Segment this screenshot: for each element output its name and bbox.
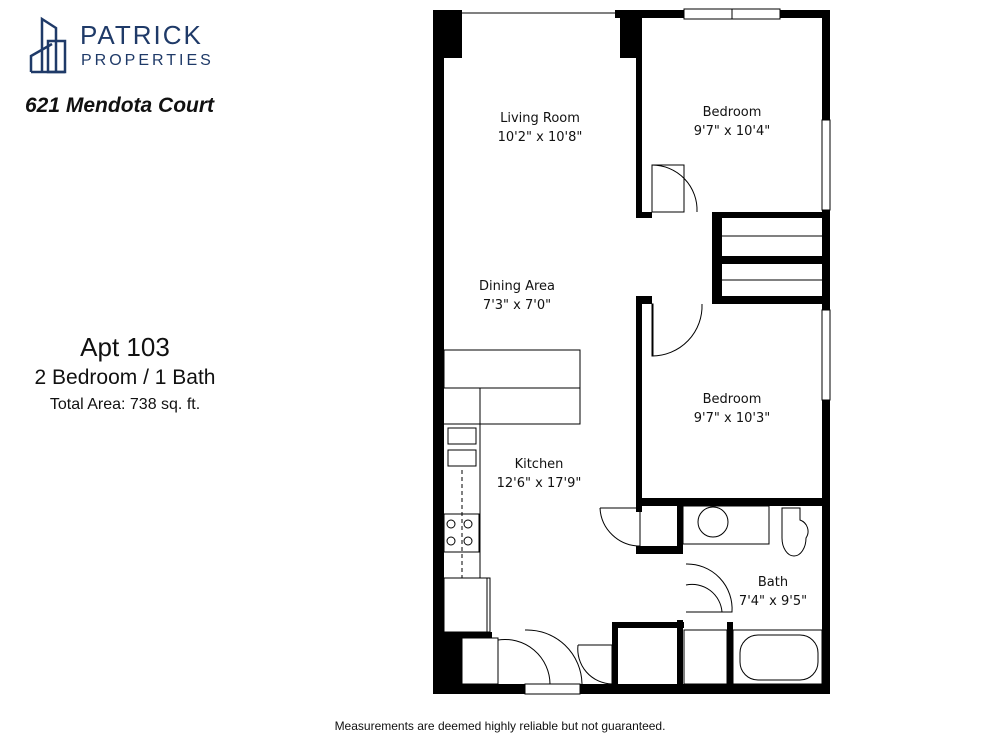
room-kitchen: Kitchen 12'6" x 17'9" — [469, 455, 609, 493]
logo-line1: PATRICK — [80, 20, 203, 50]
room-name: Bath — [757, 575, 789, 590]
room-name: Living Room — [500, 111, 580, 126]
room-bath: Bath 7'4" x 9'5" — [703, 573, 843, 611]
room-bedroom-1: Bedroom 9'7" x 10'4" — [662, 103, 802, 141]
room-name: Bedroom — [702, 392, 762, 407]
room-dimensions: 7'4" x 9'5" — [738, 594, 808, 609]
logo-building-icon — [29, 16, 67, 74]
unit-layout: 2 Bedroom / 1 Bath — [34, 366, 216, 389]
room-dimensions: 9'7" x 10'4" — [693, 124, 771, 139]
walls — [433, 10, 830, 694]
room-bedroom-2: Bedroom 9'7" x 10'3" — [662, 390, 802, 428]
room-dimensions: 10'2" x 10'8" — [497, 130, 583, 145]
room-name: Dining Area — [478, 279, 555, 294]
room-name: Kitchen — [514, 457, 564, 472]
room-living-room: Living Room 10'2" x 10'8" — [470, 109, 610, 147]
property-address: 621 Mendota Court — [25, 94, 215, 117]
logo-line2: PROPERTIES — [81, 52, 214, 69]
fixtures — [443, 8, 831, 695]
room-dining-area: Dining Area 7'3" x 7'0" — [447, 277, 587, 315]
room-dimensions: 12'6" x 17'9" — [496, 476, 582, 491]
room-name: Bedroom — [702, 105, 762, 120]
room-dimensions: 7'3" x 7'0" — [482, 298, 552, 313]
room-dimensions: 9'7" x 10'3" — [693, 411, 771, 426]
unit-total-area: Total Area: 738 sq. ft. — [49, 396, 201, 413]
disclaimer: Measurements are deemed highly reliable … — [334, 719, 666, 733]
unit-name: Apt 103 — [80, 332, 170, 362]
